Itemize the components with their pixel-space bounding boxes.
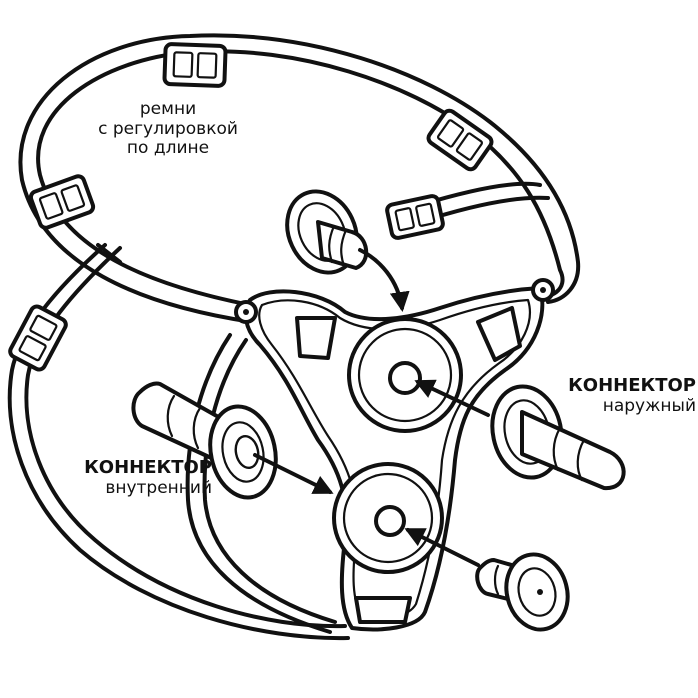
straps-label-line2: с регулировкой [98, 118, 238, 139]
straps-label-line1: ремни [139, 99, 197, 119]
ring-icon [347, 317, 463, 433]
outer-connector-subtitle: наружный [602, 395, 696, 416]
strap-buckle-icon [8, 42, 494, 372]
outer-connector-title: КОННЕКТОР [568, 375, 696, 396]
harness-plate [234, 278, 555, 632]
inner-connector-label: КОННЕКТОР внутренний [30, 457, 212, 498]
inner-connector-subtitle: внутренний [105, 477, 212, 498]
connector-plug-icon [131, 381, 278, 500]
waist-strap [18, 33, 581, 324]
ring-icon [332, 462, 444, 574]
straps-label: ремни с регулировкой по длине [88, 99, 248, 159]
connector-plug-icon [475, 552, 570, 632]
connector-plug-icon [490, 384, 626, 491]
straps-label-line3: по длине [126, 138, 210, 159]
inner-connector-title: КОННЕКТОР [84, 457, 212, 478]
arrow-icon [253, 248, 490, 567]
connector-plug-icon [285, 189, 368, 275]
outer-connector-label: КОННЕКТОР наружный [520, 375, 696, 416]
